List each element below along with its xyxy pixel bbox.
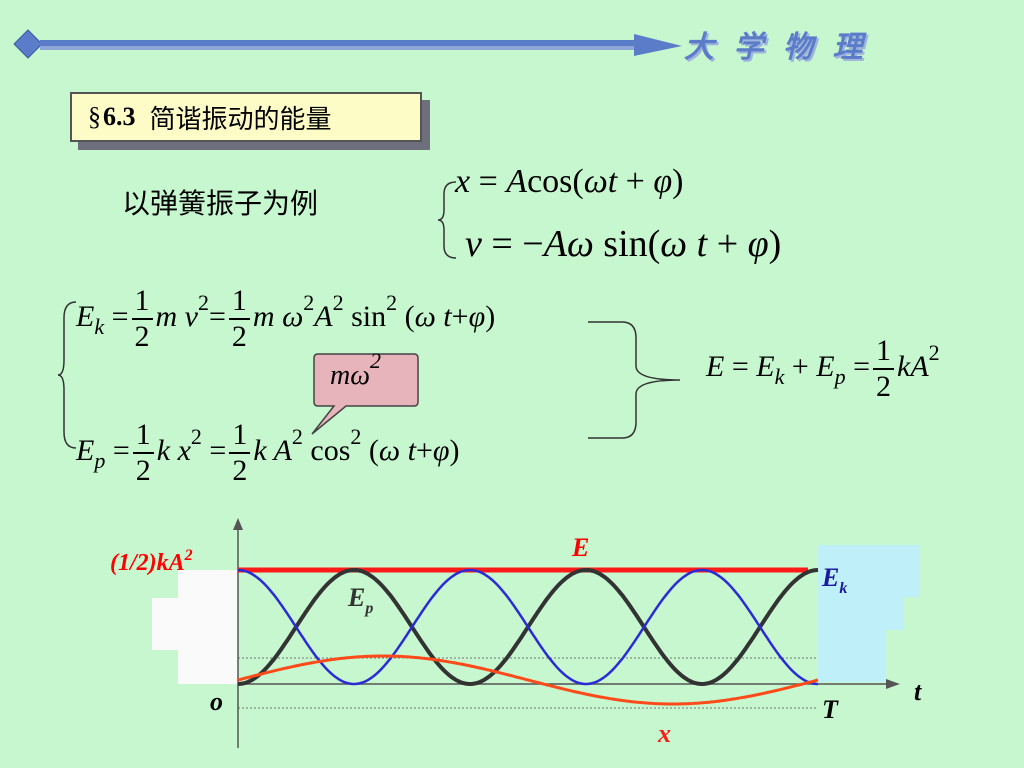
series-label-potential-energy: Ep bbox=[347, 583, 373, 617]
chart-y-axis-arrow bbox=[233, 518, 243, 530]
section-title-box: § 6.3 简谐振动的能量 bbox=[70, 92, 422, 142]
series-kinetic-energy-curve bbox=[237, 568, 819, 686]
origin-label: o bbox=[210, 687, 223, 716]
energy-time-chart: (1/2)kA2 E Ek Ep x o T t bbox=[110, 518, 922, 748]
series-label-total-energy: E bbox=[571, 533, 589, 562]
series-displacement-curve bbox=[237, 654, 819, 706]
equation-velocity: v = −Aω sin(ω t + φ) bbox=[465, 223, 782, 265]
equation-brace-right bbox=[588, 321, 681, 439]
chart-right-backdrop bbox=[818, 545, 920, 682]
example-text: 以弹簧振子为例 bbox=[122, 187, 319, 220]
period-label: T bbox=[822, 695, 839, 724]
series-label-displacement: x bbox=[657, 719, 671, 748]
chart-x-axis-arrow bbox=[886, 679, 900, 689]
chart-left-backdrop bbox=[152, 570, 238, 684]
equation-brace-left bbox=[57, 301, 77, 449]
callout-bubble bbox=[311, 353, 419, 435]
x-axis-label-t: t bbox=[914, 677, 922, 706]
callout-text: mω2 bbox=[330, 348, 381, 392]
equation-brace-left-top bbox=[437, 181, 457, 259]
header-banner-arrow bbox=[13, 29, 682, 59]
max-energy-label: (1/2)kA2 bbox=[110, 547, 193, 576]
section-title: 简谐振动的能量 bbox=[149, 104, 332, 135]
series-label-kinetic-energy: Ek bbox=[821, 563, 847, 597]
section-number: 6.3 bbox=[103, 102, 136, 131]
section-symbol: § bbox=[88, 102, 101, 131]
equation-displacement: x = Acos(ωt + φ) bbox=[455, 163, 684, 200]
course-title: 大 学 物 理 bbox=[684, 31, 869, 64]
